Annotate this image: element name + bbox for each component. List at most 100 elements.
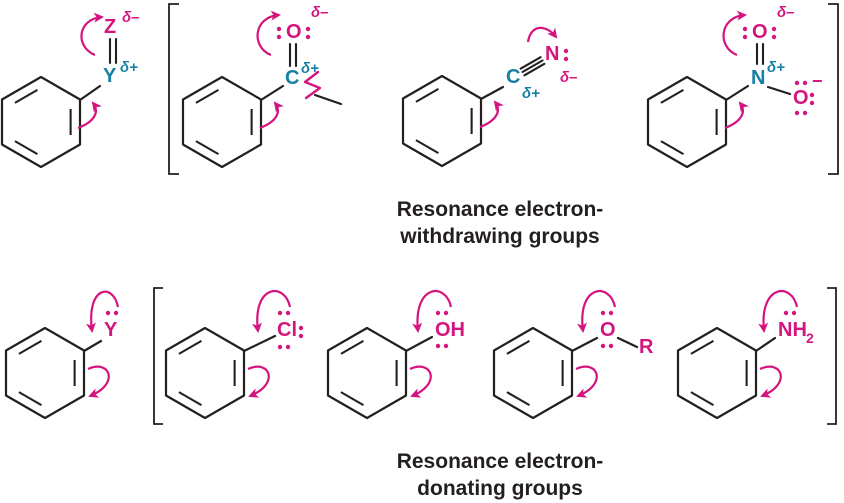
atom-nh: NH [778, 319, 807, 341]
atom-n-nitro: N [751, 67, 766, 89]
bracket [827, 287, 837, 425]
delta-minus-nitrile: δ– [560, 69, 578, 86]
curved-arrow [577, 290, 617, 333]
atom-c-carbonyl: C [285, 67, 300, 89]
bond-line [82, 339, 103, 353]
curved-arrow [724, 101, 749, 130]
caption-withdrawing-line1: Resonance electron- [396, 198, 604, 221]
lone-pair-dot [802, 80, 808, 86]
caption-donating: Resonance electron- donating groups [397, 448, 604, 502]
caption-withdrawing-line2: withdrawing groups [400, 225, 600, 248]
lone-pair-dot [305, 26, 311, 32]
aromatic-inner-bond [690, 391, 714, 407]
delta-minus-carbonyl: δ– [311, 4, 329, 21]
aromatic-inner-bond [660, 140, 684, 156]
delta-plus-nitro: δ+ [767, 59, 785, 76]
benzene-ring [181, 75, 263, 169]
curved-arrow [759, 365, 782, 398]
curved-arrow [409, 365, 432, 398]
aromatic-inner-bond [340, 391, 364, 407]
delta-plus-carbonyl: δ+ [301, 60, 319, 77]
lone-pair-dot [285, 310, 291, 316]
lone-pair-dot [105, 310, 111, 316]
lone-pair-dot [771, 34, 777, 40]
curved-arrow [575, 365, 598, 398]
bracket [153, 287, 163, 425]
lone-pair-dot [298, 333, 304, 339]
bond-line [616, 336, 639, 349]
benzene-ring [676, 326, 758, 420]
curved-arrow [526, 26, 558, 43]
lone-pair-dot [277, 344, 283, 350]
lone-pair-dot [276, 26, 282, 32]
atom-n-nitrile: N [545, 43, 560, 65]
curved-arrow [87, 365, 110, 398]
aromatic-inner-bond [690, 339, 714, 355]
benzene-ring [401, 74, 483, 168]
lone-pair-dot [742, 26, 748, 32]
curved-arrow [80, 12, 104, 57]
minus-charge-nitro: − [812, 71, 823, 91]
curved-arrow [85, 290, 120, 333]
bond-line [766, 85, 792, 96]
wavy-bond [303, 70, 322, 100]
aromatic-inner-bond [660, 88, 684, 104]
aromatic-inner-bond [195, 140, 219, 156]
multiple-bond-line [519, 56, 542, 70]
benzene-ring [492, 326, 574, 420]
curved-arrow [758, 290, 799, 333]
caption-withdrawing: Resonance electron- withdrawing groups [397, 196, 604, 250]
subscript-2: 2 [806, 330, 814, 346]
bond-line [570, 336, 599, 353]
aromatic-inner-bond [506, 339, 530, 355]
curved-arrow [722, 10, 747, 57]
aromatic-inner-bond [506, 391, 530, 407]
aromatic-inner-bond [415, 139, 439, 155]
lone-pair-dot [794, 110, 800, 116]
aromatic-inner-bond [415, 87, 439, 103]
curved-arrow [77, 101, 102, 130]
lone-pair-dot [742, 34, 748, 40]
aromatic-inner-bond [14, 140, 38, 156]
benzene-ring [0, 75, 82, 169]
lone-pair-dot [285, 344, 291, 350]
lone-pair-dot [277, 310, 283, 316]
lone-pair-dot [783, 310, 789, 316]
atom-z: Z [104, 16, 117, 38]
bond-line [259, 84, 285, 102]
lone-pair-dot [608, 310, 614, 316]
lone-pair-dot [435, 310, 441, 316]
bond-line [754, 336, 777, 353]
lone-pair-dot [600, 343, 606, 349]
delta-plus-y: δ+ [120, 59, 138, 76]
lone-pair-dot [809, 100, 815, 106]
benzene-ring [646, 75, 728, 169]
atom-oh: OH [435, 319, 465, 341]
aromatic-inner-bond [340, 339, 364, 355]
bond-line [404, 335, 434, 353]
delta-minus-nitro: δ– [777, 4, 795, 21]
lone-pair-dot [113, 310, 119, 316]
benzene-ring [164, 326, 246, 420]
benzene-ring [326, 326, 408, 420]
aromatic-inner-bond [195, 88, 219, 104]
lone-pair-dot [435, 343, 441, 349]
aromatic-inner-bond [18, 391, 42, 407]
aromatic-inner-bond [18, 339, 42, 355]
bond-line [313, 93, 343, 106]
lone-pair-dot [608, 343, 614, 349]
lone-pair-dot [305, 34, 311, 40]
curved-arrow [479, 100, 504, 129]
curved-arrow [412, 290, 453, 333]
atom-o-alkoxy: O [600, 319, 616, 341]
aromatic-inner-bond [14, 88, 38, 104]
curved-arrow [259, 101, 284, 130]
aromatic-inner-bond [178, 339, 202, 355]
lone-pair-dot [298, 325, 304, 331]
lone-pair-dot [809, 92, 815, 98]
atom-o-top-nitro: O [752, 21, 768, 43]
delta-plus-nitrile: δ+ [522, 85, 540, 102]
lone-pair-dot [443, 310, 449, 316]
benzene-ring [4, 326, 86, 420]
